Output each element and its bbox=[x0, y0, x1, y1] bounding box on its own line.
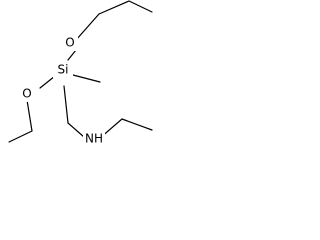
bond-si-o-left bbox=[39, 75, 56, 89]
bond-ch2-nh bbox=[67, 122, 85, 138]
bond-si-ch2 bbox=[63, 85, 69, 124]
atom-label-o-top: O bbox=[65, 36, 74, 50]
bond-ethyl-left-ch2-ch3 bbox=[8, 130, 33, 143]
atom-label-si: Si bbox=[58, 63, 69, 77]
chemical-structure-diagram: O Si O NH bbox=[8, 0, 153, 147]
atom-label-nh: NH bbox=[85, 132, 103, 146]
bond-ethyl-n-ch2-ch3 bbox=[121, 118, 153, 131]
bond-ethyl-top-ch2-o bbox=[98, 0, 130, 15]
atom-label-layer: O Si O NH bbox=[19, 35, 105, 147]
bond-o-top-si bbox=[67, 49, 77, 61]
bond-ethyl-top-ch3-ch2 bbox=[128, 0, 153, 13]
atom-label-o-left: O bbox=[22, 87, 31, 101]
bond-si-methyl bbox=[72, 74, 101, 83]
bond-layer bbox=[8, 0, 153, 143]
bond-o-left-ch2 bbox=[26, 99, 33, 132]
bond-o-top-c bbox=[75, 13, 100, 41]
